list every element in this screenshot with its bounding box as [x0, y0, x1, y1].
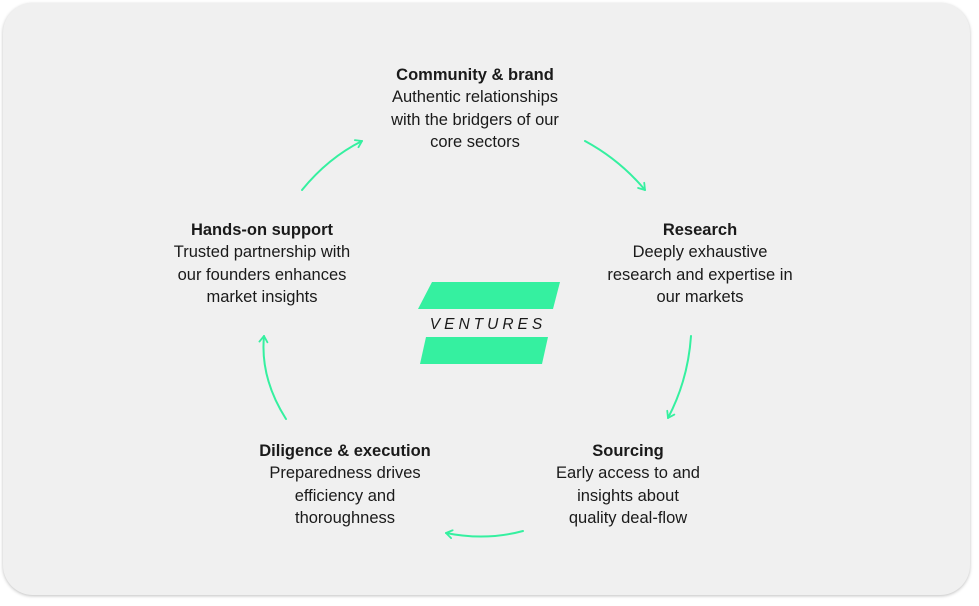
node-title: Research: [662, 221, 738, 239]
logo-wordmark: VENTURES: [430, 316, 546, 333]
arrow-community-to-research: [584, 140, 646, 191]
node-description: Early access to and insights about quali…: [556, 464, 700, 527]
arrow-handson-to-community: [301, 139, 363, 191]
arrow-diligence-to-handson: [258, 335, 287, 420]
node-description: Trusted partnership with our founders en…: [173, 243, 351, 306]
arrow-sourcing-to-diligence: [445, 529, 524, 539]
node-sourcing: Sourcing Early access to and insights ab…: [498, 440, 758, 530]
logo-top-bar: [418, 282, 560, 309]
node-research: Research Deeply exhaustive research and …: [570, 219, 830, 309]
arrow-research-to-sourcing: [666, 335, 692, 419]
node-description: Preparedness drives efficiency and thoro…: [269, 464, 421, 527]
node-diligence-execution: Diligence & execution Preparedness drive…: [215, 440, 475, 530]
node-title: Diligence & execution: [259, 442, 431, 460]
node-title: Community & brand: [396, 66, 554, 84]
node-title: Hands-on support: [190, 221, 334, 239]
node-title: Sourcing: [592, 442, 664, 460]
ventures-logo: VENTURES: [418, 282, 560, 364]
node-description: Deeply exhaustive research and expertise…: [607, 243, 793, 306]
node-community-brand: Community & brand Authentic relationship…: [345, 64, 605, 154]
node-hands-on-support: Hands-on support Trusted partnership wit…: [132, 219, 392, 309]
node-description: Authentic relationships with the bridger…: [391, 88, 559, 151]
logo-bottom-bar: [420, 337, 548, 364]
